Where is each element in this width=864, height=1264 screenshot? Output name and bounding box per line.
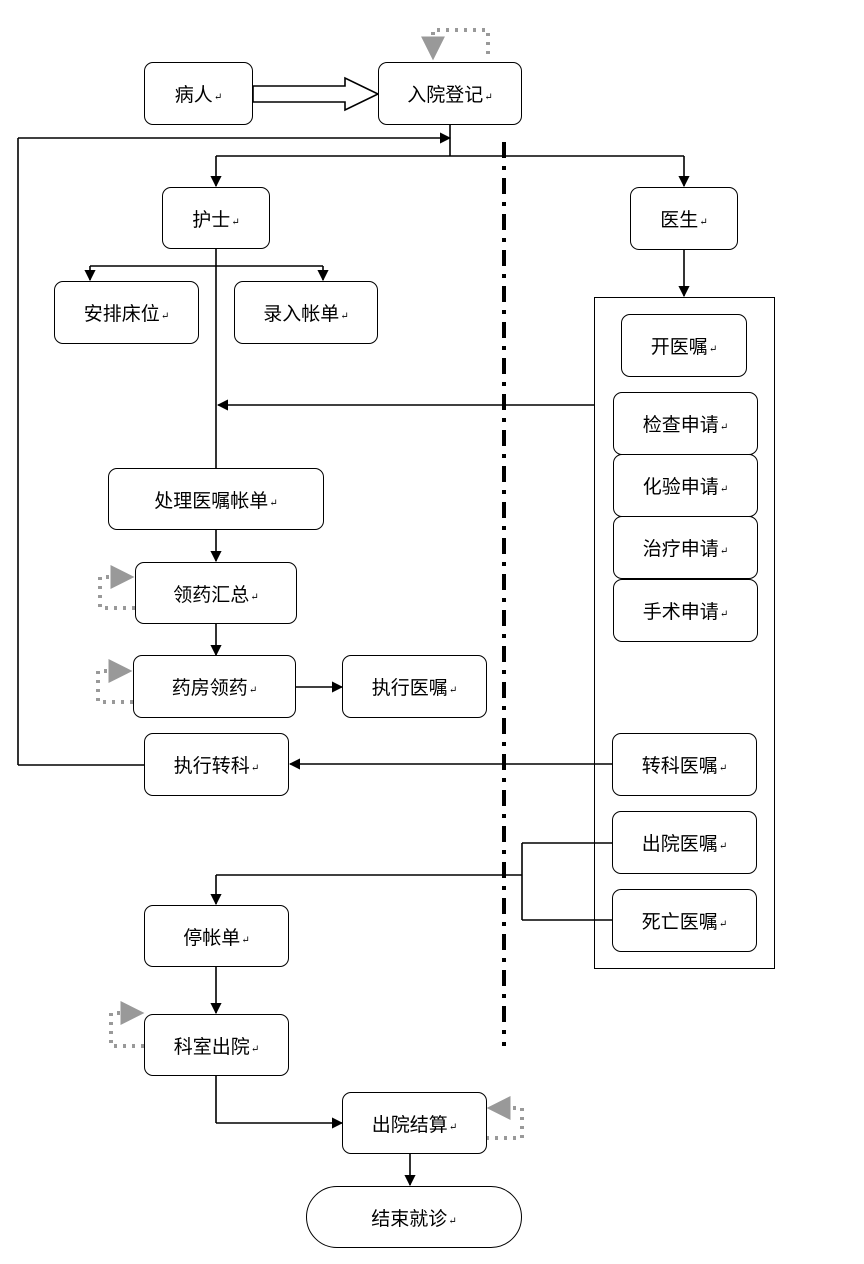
node-enter-bill: 录入帐单↵ [234,281,378,344]
node-process-bill: 处理医嘱帐单↵ [108,468,324,530]
node-order: 开医嘱↵ [621,314,747,377]
node-admission: 入院登记↵ [378,62,522,125]
node-doctor: 医生↵ [630,187,738,250]
node-execute-order: 执行医嘱↵ [342,655,487,718]
node-lab-request: 化验申请↵ [613,454,758,517]
node-end-visit: 结束就诊↵ [306,1186,522,1248]
doctor-order-frame [594,297,775,969]
node-patient: 病人↵ [144,62,253,125]
node-surgery-request: 手术申请↵ [613,579,758,642]
node-nurse: 护士↵ [162,187,270,249]
node-dept-discharge: 科室出院↵ [144,1014,289,1076]
node-death-order: 死亡医嘱↵ [612,889,757,952]
loop-settlement [486,1096,524,1140]
node-discharge-order: 出院医嘱↵ [612,811,757,874]
node-stop-bill: 停帐单↵ [144,905,289,967]
hollow-arrow [252,76,380,112]
loop-pharmacy [96,659,133,704]
node-treatment-request: 治疗申请↵ [613,516,758,579]
node-exam-request: 检查申请↵ [613,392,758,455]
node-transfer-order: 转科医嘱↵ [612,733,757,796]
node-execute-transfer: 执行转科↵ [144,733,289,796]
node-drug-summary: 领药汇总↵ [135,562,297,624]
loop-drug-summary [98,565,135,610]
node-arrange-bed: 安排床位↵ [54,281,199,344]
loop-dept-discharge [109,1001,145,1048]
node-pharmacy: 药房领药↵ [133,655,296,718]
node-settlement: 出院结算↵ [342,1092,487,1154]
loop-admission [421,28,490,61]
